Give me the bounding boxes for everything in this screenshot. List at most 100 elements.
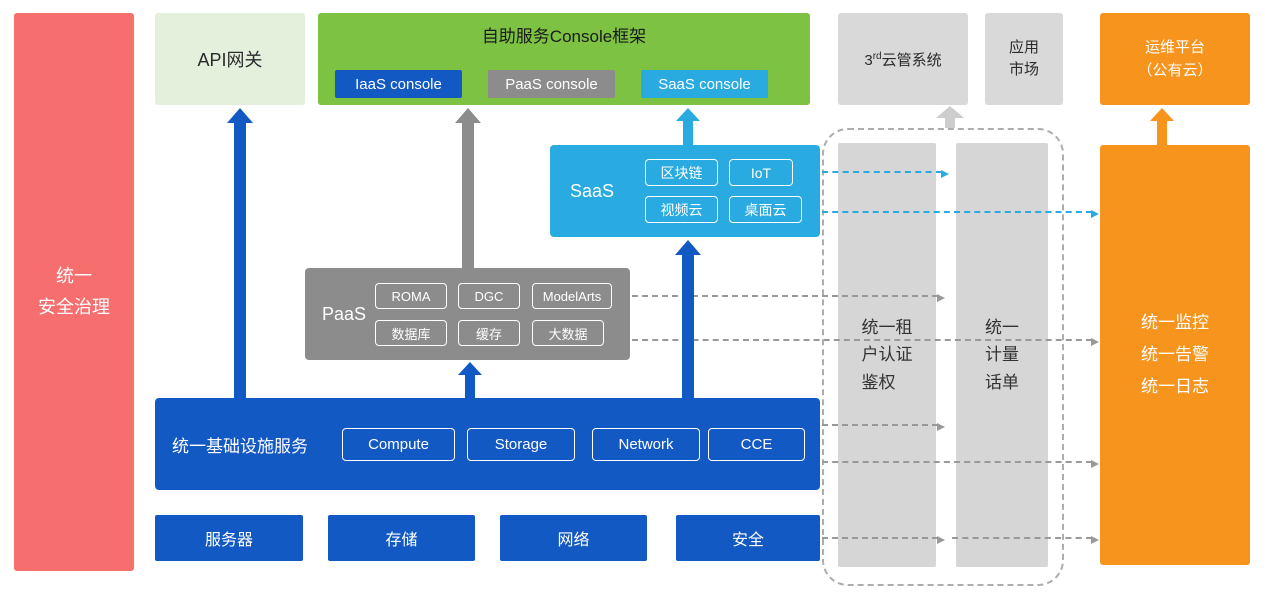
monitoring-label: 统一监控 统一告警 统一日志 xyxy=(1141,312,1209,397)
app-market-label: 应用 市场 xyxy=(1008,38,1039,79)
arrow-head xyxy=(455,108,481,123)
dashed-saas-to-metering xyxy=(822,170,949,178)
iaas-console-chip: IaaS console xyxy=(335,70,462,98)
infra-network-label: Network xyxy=(618,436,674,453)
hardware-security-box: 安全 xyxy=(676,515,820,561)
arrow-head xyxy=(936,106,964,118)
infra-storage-chip: Storage xyxy=(467,428,575,461)
paas-item-bigdata: 大数据 xyxy=(532,320,604,346)
saas-item-blockchain: 区块链 xyxy=(645,159,718,186)
third-party-superscript: rd xyxy=(872,50,882,62)
arrow-shaft xyxy=(945,117,955,128)
infra-storage-label: Storage xyxy=(494,436,548,453)
dashed-paas-to-metering xyxy=(632,294,945,302)
auth-column: 统一租 户认证 鉴权 xyxy=(838,143,936,567)
dashed-arrow-head xyxy=(1091,338,1099,346)
arrow-shaft xyxy=(234,122,246,398)
arrow-shaft xyxy=(682,254,694,398)
hardware-storage-label: 存储 xyxy=(385,532,418,549)
paas-item-modelarts: ModelArts xyxy=(532,283,612,309)
console-frame: 自助服务Console框架 IaaS console PaaS console … xyxy=(318,13,810,105)
infra-cce-chip: CCE xyxy=(708,428,805,461)
infra-compute-chip: Compute xyxy=(342,428,455,461)
arrow-tenant-to-third-party xyxy=(936,106,964,128)
dashed-infra-to-monitoring xyxy=(822,460,1099,468)
dashed-arrow-head xyxy=(937,536,945,544)
saas-label: SaaS xyxy=(570,180,615,201)
arrow-head xyxy=(227,108,253,123)
iaas-console-label: IaaS console xyxy=(355,75,442,93)
infra-cce-label: CCE xyxy=(740,436,773,453)
dashed-arrow-head xyxy=(937,423,945,431)
dashed-arrow-head xyxy=(1091,460,1099,468)
paas-item-bigdata-label: 大数据 xyxy=(548,326,588,342)
dashed-arrow-head xyxy=(1091,210,1099,218)
auth-column-label: 统一租 户认证 鉴权 xyxy=(861,318,913,392)
arrow-head xyxy=(676,108,700,121)
saas-item-blockchain-label: 区块链 xyxy=(660,164,703,181)
arrow-shaft xyxy=(462,122,474,268)
arrow-head xyxy=(458,362,482,375)
paas-item-modelarts-label: ModelArts xyxy=(542,288,602,304)
security-governance-panel: 统一 安全治理 xyxy=(14,13,134,571)
arrow-infra-to-saas xyxy=(675,240,701,398)
hardware-network-box: 网络 xyxy=(500,515,647,561)
arrow-head xyxy=(1150,108,1174,121)
ops-platform-box: 运维平台 （公有云） xyxy=(1100,13,1250,105)
saas-item-desktop-cloud: 桌面云 xyxy=(729,196,802,223)
dashed-arrow-head xyxy=(1091,536,1099,544)
app-market-box: 应用 市场 xyxy=(985,13,1063,105)
console-frame-title: 自助服务Console框架 xyxy=(481,27,647,46)
third-party-prefix: 3 xyxy=(864,51,873,69)
infrastructure-label: 统一基础设施服务 xyxy=(172,436,308,456)
infra-network-chip: Network xyxy=(592,428,700,461)
tenant-services-dashed-container xyxy=(822,128,1064,586)
arrow-infra-to-api-gateway xyxy=(227,108,253,398)
infra-compute-label: Compute xyxy=(368,436,429,453)
hardware-server-box: 服务器 xyxy=(155,515,303,561)
security-governance-label: 统一 安全治理 xyxy=(38,266,110,317)
paas-label: PaaS xyxy=(322,303,367,324)
paas-item-dgc: DGC xyxy=(458,283,520,309)
paas-item-roma: ROMA xyxy=(375,283,447,309)
saas-console-label: SaaS console xyxy=(658,75,751,93)
arrow-infra-to-paas xyxy=(458,362,482,398)
saas-item-iot-label: IoT xyxy=(750,164,772,181)
dashed-arrow-head xyxy=(941,170,949,178)
saas-box: SaaS 区块链 IoT 视频云 桌面云 xyxy=(550,145,820,237)
dashed-arrow-head xyxy=(937,294,945,302)
arrow-shaft xyxy=(683,120,693,145)
api-gateway-box: API网关 xyxy=(155,13,305,105)
saas-console-chip: SaaS console xyxy=(641,70,768,98)
hardware-storage-box: 存储 xyxy=(328,515,475,561)
dashed-paas-to-monitoring xyxy=(632,338,1099,346)
dashed-hardware-to-monitoring xyxy=(952,536,1099,544)
paas-item-dgc-label: DGC xyxy=(474,288,504,304)
ops-platform-label: 运维平台 （公有云） xyxy=(1137,38,1213,79)
infrastructure-box: 统一基础设施服务 Compute Storage Network CCE xyxy=(155,398,820,490)
hardware-security-label: 安全 xyxy=(731,532,764,549)
arrow-monitoring-to-ops-platform xyxy=(1150,108,1174,145)
arrow-shaft xyxy=(1157,120,1167,145)
metering-column: 统一 计量 话单 xyxy=(956,143,1048,567)
paas-box: PaaS ROMA DGC ModelArts 数据库 缓存 大数据 xyxy=(305,268,630,360)
hardware-server-label: 服务器 xyxy=(204,532,253,549)
third-party-cloud-box: 3rd云管系统 xyxy=(838,13,968,105)
third-party-cloud-label: 3rd云管系统 xyxy=(864,49,941,70)
arrow-head xyxy=(675,240,701,255)
metering-column-label: 统一 计量 话单 xyxy=(985,318,1019,392)
monitoring-box: 统一监控 统一告警 统一日志 xyxy=(1100,145,1250,565)
dashed-infra-to-metering xyxy=(822,423,945,431)
third-party-suffix: 云管系统 xyxy=(881,51,942,69)
paas-item-cache: 缓存 xyxy=(458,320,520,346)
saas-item-video-cloud: 视频云 xyxy=(645,196,718,223)
hardware-network-label: 网络 xyxy=(557,532,590,549)
paas-console-label: PaaS console xyxy=(505,75,598,93)
paas-item-database-label: 数据库 xyxy=(391,326,431,342)
paas-console-chip: PaaS console xyxy=(488,70,615,98)
paas-item-cache-label: 缓存 xyxy=(475,326,502,342)
api-gateway-label: API网关 xyxy=(197,50,263,70)
paas-item-database: 数据库 xyxy=(375,320,447,346)
arrow-paas-to-console xyxy=(455,108,481,268)
